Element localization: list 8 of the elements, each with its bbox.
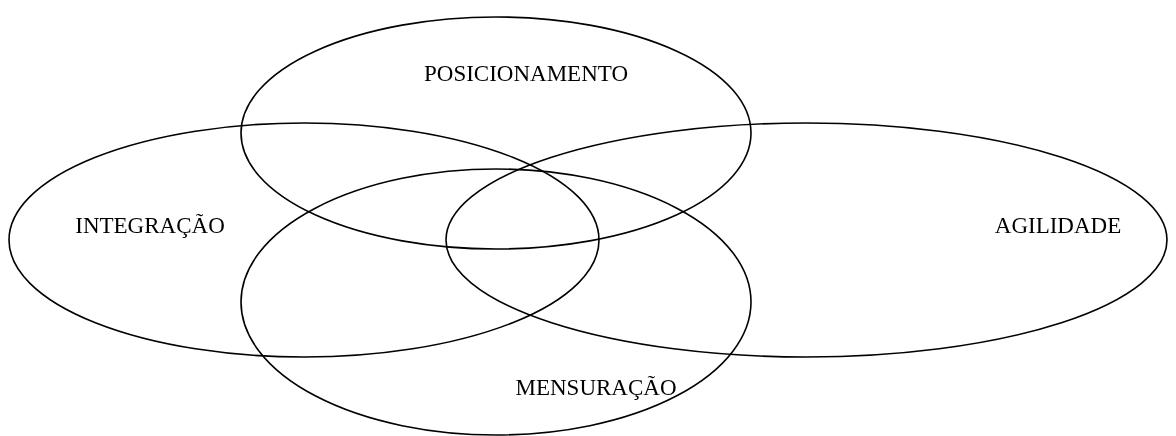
- venn-ellipse: [8, 122, 600, 358]
- set-label: INTEGRAÇÃO: [75, 214, 225, 237]
- set-label: AGILIDADE: [994, 214, 1122, 237]
- set-label: POSICIONAMENTO: [424, 62, 628, 85]
- set-label: MENSURAÇÃO: [515, 376, 677, 399]
- venn-ellipse: [240, 16, 752, 250]
- venn-ellipse: [445, 122, 1168, 358]
- venn-ellipse: [240, 168, 752, 436]
